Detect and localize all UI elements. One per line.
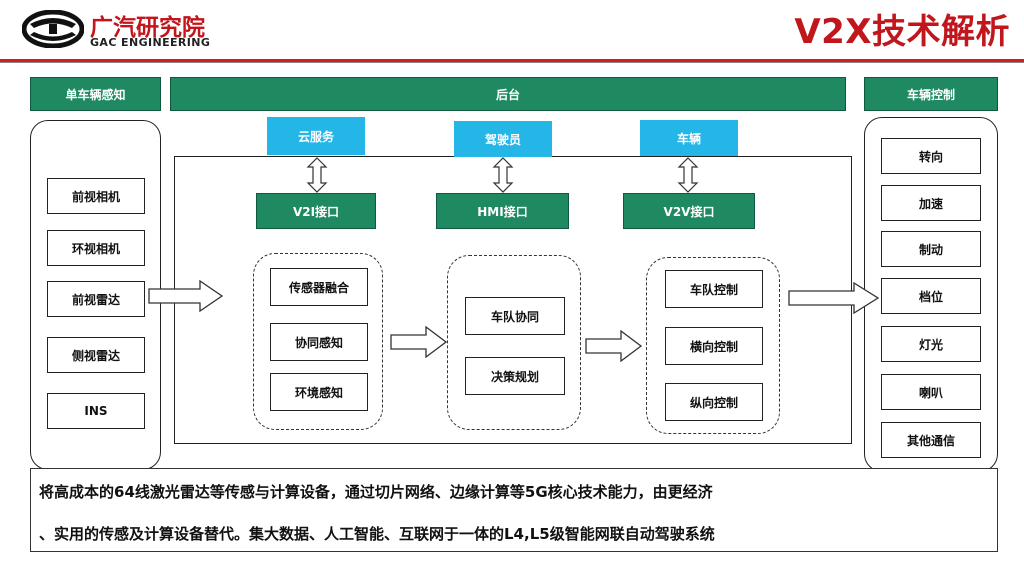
perception-item: 环境感知 bbox=[270, 373, 368, 411]
summary-line-2: 、实用的传感及计算设备替代。集大数据、人工智能、互联网于一体的L4,L5级智能网… bbox=[39, 525, 715, 543]
control-item: 其他通信 bbox=[881, 422, 981, 458]
planning-item: 车队协同 bbox=[465, 297, 565, 335]
control-item: 制动 bbox=[881, 231, 981, 267]
fleet-control-item: 横向控制 bbox=[665, 327, 763, 365]
hmi-interface: HMI接口 bbox=[436, 193, 569, 229]
v2i-interface: V2I接口 bbox=[256, 193, 376, 229]
header-divider-shadow bbox=[0, 62, 1024, 63]
logo: 广汽研究院 GAC ENGINEERING bbox=[22, 8, 252, 49]
bidirectional-arrow-icon bbox=[306, 157, 328, 193]
logo-chinese-name: 广汽研究院 bbox=[90, 15, 205, 41]
sensor-item: 侧视雷达 bbox=[47, 337, 145, 373]
control-item: 档位 bbox=[881, 278, 981, 314]
control-item: 加速 bbox=[881, 185, 981, 221]
perception-item: 协同感知 bbox=[270, 323, 368, 361]
summary-line-1: 将高成本的64线激光雷达等传感与计算设备，通过切片网络、边缘计算等5G核心技术能… bbox=[39, 483, 713, 501]
right-arrow-icon bbox=[585, 330, 643, 362]
sensor-item: 前视相机 bbox=[47, 178, 145, 214]
sensor-item: 环视相机 bbox=[47, 230, 145, 266]
bidirectional-arrow-icon bbox=[677, 157, 699, 193]
logo-english-name: GAC ENGINEERING bbox=[90, 36, 211, 49]
control-item: 灯光 bbox=[881, 326, 981, 362]
gac-logo-icon bbox=[22, 10, 84, 48]
page-title: V2X技术解析 bbox=[794, 12, 1010, 52]
planning-group bbox=[447, 255, 581, 430]
fleet-control-item: 纵向控制 bbox=[665, 383, 763, 421]
v2v-interface: V2V接口 bbox=[623, 193, 755, 229]
right-arrow-icon bbox=[788, 282, 880, 314]
vehicle-box: 车辆 bbox=[640, 120, 738, 156]
right-arrow-icon bbox=[390, 326, 448, 358]
right-arrow-icon bbox=[148, 280, 224, 312]
header-divider bbox=[0, 59, 1024, 62]
control-item: 转向 bbox=[881, 138, 981, 174]
cloud-service-box: 云服务 bbox=[267, 117, 365, 155]
control-item: 喇叭 bbox=[881, 374, 981, 410]
perception-item: 传感器融合 bbox=[270, 268, 368, 306]
driver-box: 驾驶员 bbox=[454, 121, 552, 157]
sensor-item: 前视雷达 bbox=[47, 281, 145, 317]
bidirectional-arrow-icon bbox=[492, 157, 514, 193]
backend-header: 后台 bbox=[170, 77, 846, 111]
planning-item: 决策规划 bbox=[465, 357, 565, 395]
fleet-control-item: 车队控制 bbox=[665, 270, 763, 308]
vehicle-control-header: 车辆控制 bbox=[864, 77, 998, 111]
summary-box: 将高成本的64线激光雷达等传感与计算设备，通过切片网络、边缘计算等5G核心技术能… bbox=[30, 468, 998, 552]
sensor-item: INS bbox=[47, 393, 145, 429]
sensing-header: 单车辆感知 bbox=[30, 77, 161, 111]
